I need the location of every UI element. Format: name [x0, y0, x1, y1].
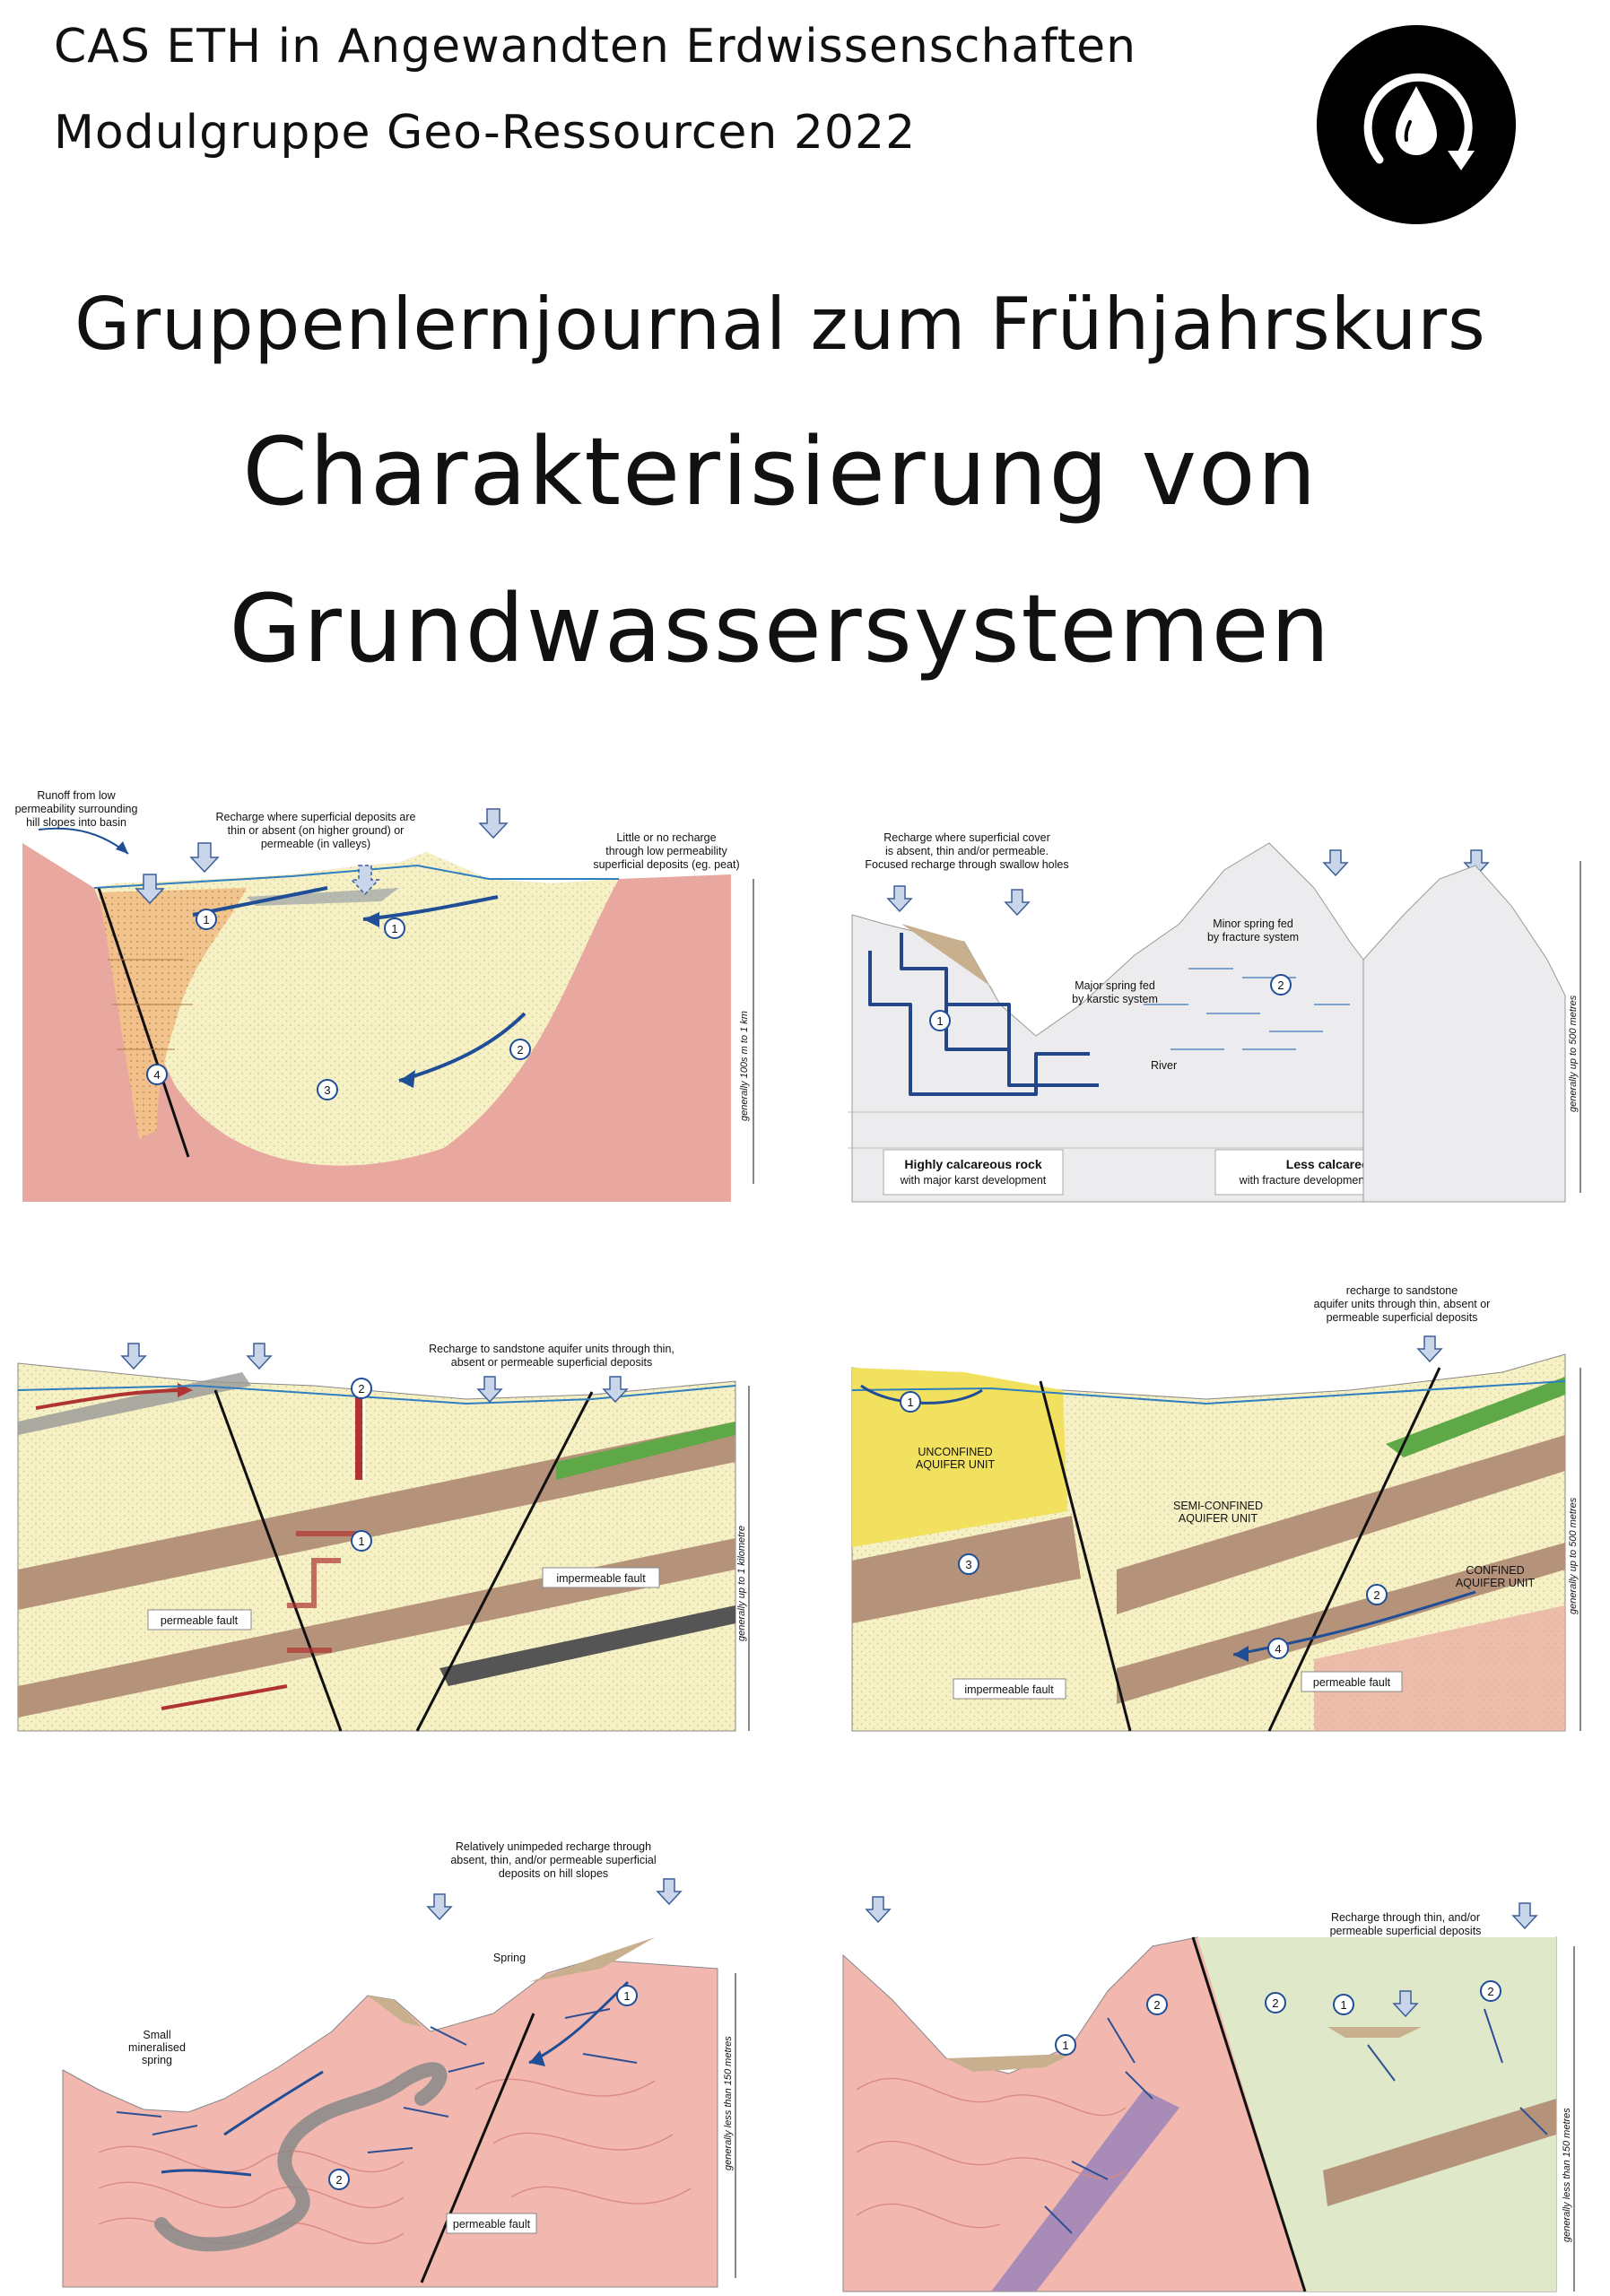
- confined-recharge-label: recharge to sandstone: [1346, 1284, 1458, 1297]
- minor-spring-label: Minor spring fed: [1213, 918, 1293, 930]
- confined-aquifer-diagram: 1 2 3 4 recharge to sandstone aquifer un…: [851, 1284, 1581, 1732]
- svg-text:by karstic system: by karstic system: [1072, 993, 1158, 1005]
- depth-scale: generally less than 150 metres: [723, 2036, 734, 2170]
- step-1b: 1: [391, 922, 397, 935]
- step-2: 2: [335, 2173, 342, 2187]
- runoff-label: Runoff from low: [37, 789, 116, 802]
- mixed-recharge-label: Recharge through thin, and/or: [1331, 1911, 1480, 1924]
- step-2b: 2: [1272, 1996, 1278, 2010]
- svg-text:aquifer units through thin, ab: aquifer units through thin, absent or: [1314, 1298, 1491, 1310]
- step-1: 1: [358, 1535, 364, 1548]
- coarse-deposits: [99, 888, 247, 1139]
- step-2: 2: [1373, 1588, 1379, 1602]
- svg-text:AQUIFER UNIT: AQUIFER UNIT: [1456, 1577, 1536, 1589]
- crystalline-recharge-label: Relatively unimpeded recharge through: [456, 1840, 651, 1853]
- svg-text:hill slopes into basin: hill slopes into basin: [26, 816, 126, 829]
- svg-text:through low permeability: through low permeability: [605, 845, 727, 857]
- main-title-line-2: Grundwassersystemen: [229, 574, 1332, 683]
- basin-aquifer-diagram: 1 1 2 3 4 Runoff from low permeability s…: [15, 789, 754, 1202]
- crystalline-fault-diagram: 1 2 Relatively unimpeded recharge throug…: [62, 1840, 736, 2288]
- svg-text:is absent, thin and/or permeab: is absent, thin and/or permeable.: [885, 845, 1049, 857]
- subtitle: Gruppenlernjournal zum Frühjahrskurs: [74, 283, 1486, 366]
- step-1: 1: [1062, 2039, 1068, 2052]
- svg-text:permeable superficial deposits: permeable superficial deposits: [1330, 1925, 1482, 1937]
- svg-text:absent or permeable superficia: absent or permeable superficial deposits: [451, 1356, 652, 1369]
- step-3: 3: [965, 1558, 971, 1571]
- svg-text:deposits on hill slopes: deposits on hill slopes: [499, 1867, 608, 1880]
- permeable-fault-label: permeable fault: [453, 2218, 531, 2231]
- unconfined-label: UNCONFINED: [918, 1446, 992, 1458]
- svg-text:spring: spring: [142, 2054, 172, 2066]
- svg-text:permeable superficial deposits: permeable superficial deposits: [1327, 1311, 1478, 1324]
- spring-label: Spring: [493, 1952, 526, 1964]
- step-3: 3: [324, 1083, 330, 1097]
- impermeable-fault-label: impermeable fault: [556, 1572, 646, 1585]
- highly-calcareous-title: Highly calcareous rock: [904, 1157, 1042, 1171]
- step-1: 1: [203, 913, 209, 926]
- svg-text:by fracture system: by fracture system: [1207, 931, 1299, 944]
- svg-text:with major karst development: with major karst development: [900, 1174, 1047, 1187]
- svg-text:mineralised: mineralised: [128, 2041, 186, 2054]
- step-1: 1: [623, 1989, 630, 2003]
- semi-confined-label: SEMI-CONFINED: [1173, 1500, 1263, 1512]
- step-1: 1: [936, 1014, 943, 1028]
- depth-scale: generally up to 500 metres: [1568, 1497, 1579, 1614]
- step-2c: 2: [1487, 1985, 1493, 1998]
- karst-recharge-label: Recharge where superficial cover: [883, 831, 1050, 844]
- svg-text:AQUIFER UNIT: AQUIFER UNIT: [916, 1458, 996, 1471]
- major-spring-label: Major spring fed: [1075, 979, 1155, 992]
- depth-scale: generally up to 500 metres: [1568, 995, 1579, 1112]
- svg-text:absent, thin, and/or permeable: absent, thin, and/or permeable superfici…: [450, 1854, 656, 1866]
- svg-text:superficial deposits (eg. peat: superficial deposits (eg. peat): [593, 858, 739, 871]
- sandstone-recharge-label: Recharge to sandstone aquifer units thro…: [429, 1343, 674, 1355]
- step-1b: 1: [1340, 1998, 1346, 2012]
- depth-scale: generally less than 150 metres: [1562, 2108, 1572, 2242]
- step-2: 2: [1153, 1998, 1160, 2012]
- main-title-line-1: Charakterisierung von: [242, 417, 1318, 526]
- step-4: 4: [1275, 1642, 1281, 1656]
- step-2: 2: [517, 1043, 523, 1057]
- svg-text:Focused recharge through swall: Focused recharge through swallow holes: [865, 858, 1068, 871]
- step-1: 1: [907, 1396, 913, 1409]
- river-label: River: [1151, 1059, 1177, 1072]
- depth-scale: generally 100s m to 1 km: [739, 1011, 750, 1121]
- impermeable-fault-label: impermeable fault: [964, 1683, 1054, 1696]
- svg-text:permeability surrounding: permeability surrounding: [15, 803, 138, 815]
- confined-label: CONFINED: [1466, 1564, 1524, 1577]
- step-2: 2: [358, 1382, 364, 1396]
- svg-text:AQUIFER UNIT: AQUIFER UNIT: [1179, 1512, 1258, 1525]
- step-4: 4: [153, 1068, 160, 1082]
- depth-scale: generally up to 1 kilometre: [736, 1526, 747, 1641]
- permeable-fault-label: permeable fault: [1313, 1676, 1391, 1689]
- recharge-label: Recharge where superficial deposits are: [215, 811, 415, 823]
- sandstone-faults-diagram: 2 1 Recharge to sandstone aquifer units …: [17, 1343, 750, 1732]
- water-drop-cycle-icon: [1317, 25, 1516, 224]
- mixed-lithology-diagram: 1 2 2 1 2 Recharge through thin, and/or …: [842, 1896, 1575, 2292]
- svg-text:permeable (in valleys): permeable (in valleys): [261, 838, 370, 850]
- basin-fill: [94, 852, 619, 1166]
- little-recharge-label: Little or no recharge: [616, 831, 716, 844]
- step-2: 2: [1277, 978, 1284, 992]
- small-spring-label: Small: [143, 2029, 170, 2041]
- karst-aquifer-diagram: 1 2 Recharge where superficial cover is …: [848, 831, 1581, 1203]
- course-title-line: CAS ETH in Angewandten Erdwissenschaften: [54, 20, 1137, 74]
- permeable-fault-label: permeable fault: [161, 1614, 239, 1627]
- svg-text:thin or absent (on higher grou: thin or absent (on higher ground) or: [228, 824, 405, 837]
- module-group-line: Modulgruppe Geo-Ressourcen 2022: [54, 106, 917, 160]
